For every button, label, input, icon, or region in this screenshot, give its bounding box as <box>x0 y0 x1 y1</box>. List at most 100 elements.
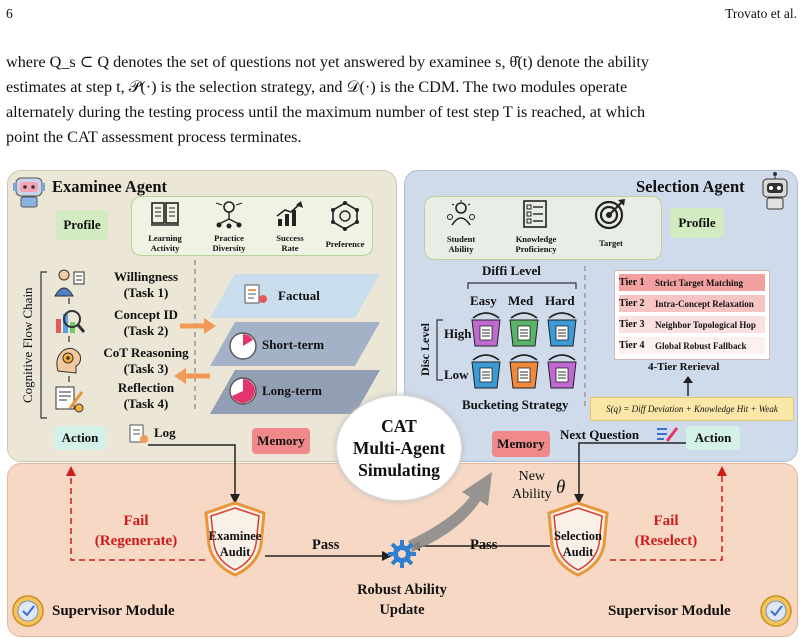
network-icon <box>215 201 243 229</box>
disc-high: High <box>444 326 472 341</box>
task-name: Concept ID <box>114 307 178 322</box>
diffi-level-label: Diffi Level <box>482 263 541 278</box>
examinee-action-button[interactable]: Action <box>54 426 106 450</box>
difficulty-easy: Easy <box>470 293 497 308</box>
examinee-profile-strip <box>131 196 373 256</box>
update-line: Robust Ability <box>357 582 447 598</box>
log-label: Log <box>154 425 176 440</box>
tier-row-3: Tier 3 Neighbor Topological Hop <box>619 316 765 333</box>
growth-chart-icon <box>276 201 303 226</box>
fail-reason: (Regenerate) <box>94 533 178 549</box>
divider-dashed <box>194 260 196 410</box>
attr-student-ability: Student Ability <box>446 234 476 254</box>
tier-label: Tier 1 <box>619 277 645 288</box>
supervisor-badge-icon <box>12 595 44 627</box>
examinee-audit-shield <box>204 501 266 577</box>
difficulty-med: Med <box>508 293 534 308</box>
score-formula: S(q) = Diff Deviation + Knowledge Hit + … <box>590 397 794 421</box>
task-concept-id: Concept ID (Task 2) <box>98 307 194 339</box>
fail-text: Fail <box>653 513 679 529</box>
theta-symbol: θ <box>556 477 566 498</box>
attr-knowledge-proficiency: Knowledge Proficiency <box>515 234 557 254</box>
examinee-agent-title: Examinee Agent <box>52 177 168 196</box>
examinee-memory-button[interactable]: Memory <box>252 428 310 454</box>
paragraph-line: alternately during the testing process u… <box>6 103 646 121</box>
tier-row-1: Tier 1 Strict Target Matching <box>619 274 765 291</box>
new-ability-line: New <box>518 469 546 484</box>
task-number: (Task 4) <box>123 396 169 411</box>
orange-arrow-right <box>180 318 216 334</box>
new-ability-label: New Ability <box>512 468 552 504</box>
attr-practice-diversity: Practice Diversity <box>212 233 246 253</box>
brain-gear-icon <box>56 347 81 374</box>
fail-regenerate-label: Fail (Regenerate) <box>74 511 198 551</box>
selection-audit-label: Selection Audit <box>554 529 602 559</box>
disc-low: Low <box>444 367 469 382</box>
tier-row-4: Tier 4 Global Robust Fallback <box>619 337 765 354</box>
target-icon <box>594 199 625 230</box>
memory-factual: Factual <box>278 288 320 303</box>
task-number: (Task 1) <box>123 285 169 300</box>
body-paragraph: where Q_s ⊂ Q denotes the set of questio… <box>6 50 798 150</box>
gear-icon <box>388 540 416 568</box>
fail-text: Fail <box>123 513 149 529</box>
tier-label: Tier 2 <box>619 298 645 309</box>
task-willingness: Willingness (Task 1) <box>98 269 194 301</box>
update-line: Update <box>379 602 425 618</box>
reflection-icon <box>55 386 84 413</box>
tier-table: Tier 1 Strict Target Matching Tier 2 Int… <box>614 270 770 360</box>
disc-level-bracket <box>436 319 443 381</box>
tier-text: Global Robust Fallback <box>655 340 747 351</box>
attr-preference: Preference <box>325 239 365 249</box>
pass-right-label: Pass <box>470 537 498 553</box>
robot-icon <box>13 177 45 208</box>
bucketing-strategy-label: Bucketing Strategy <box>462 397 569 412</box>
examinee-audit-label: Examinee Audit <box>208 529 262 559</box>
retrieval-label: 4-Tier Rerieval <box>648 361 720 373</box>
task-number: (Task 2) <box>123 323 169 338</box>
chain-flow-arrow <box>68 298 70 382</box>
next-question-label: Next Question <box>560 427 640 442</box>
factual-icon <box>244 284 267 304</box>
selection-memory-button[interactable]: Memory <box>492 431 550 457</box>
orange-arrow-left <box>174 368 210 384</box>
task-reflection: Reflection (Task 4) <box>98 380 194 412</box>
magnifier-icon <box>56 310 86 333</box>
supervisor-module-left-label: Supervisor Module <box>52 603 175 619</box>
page-number: 6 <box>6 6 13 21</box>
tier-text: Strict Target Matching <box>655 277 743 288</box>
pencil-list-icon <box>657 427 679 442</box>
center-line: Multi-Agent <box>352 438 446 458</box>
memory-short-term: Short-term <box>262 337 325 352</box>
attr-target: Target <box>599 238 623 248</box>
chain-bracket <box>40 271 47 419</box>
new-ability-line: Ability <box>512 487 552 502</box>
supervisor-module-right-label: Supervisor Module <box>608 603 731 619</box>
attr-learning-activity: Learning Activity <box>148 233 182 253</box>
task-name: Reflection <box>117 380 175 395</box>
tier-text: Intra-Concept Relaxation <box>655 298 754 309</box>
book-icon <box>151 202 179 226</box>
short-term-clock-icon <box>229 332 257 360</box>
examinee-profile-label: Profile <box>56 210 108 240</box>
selection-agent-title: Selection Agent <box>636 177 745 196</box>
center-line: Simulating <box>358 460 440 480</box>
knowledge-checklist-icon <box>523 200 547 228</box>
retrieval-up-arrow <box>683 376 693 396</box>
paragraph-line: where Q_s ⊂ Q denotes the set of questio… <box>6 53 650 71</box>
difficulty-hard: Hard <box>545 293 575 308</box>
selection-profile-label: Profile <box>670 208 724 238</box>
long-term-clock-icon <box>229 377 257 405</box>
task-cot-reasoning: CoT Reasoning (Task 3) <box>90 345 202 377</box>
robot-icon <box>762 172 788 210</box>
task-name: Willingness <box>113 269 179 284</box>
attr-success-rate: Success Rate <box>276 233 304 253</box>
center-line: CAT <box>381 416 417 436</box>
pass-left-label: Pass <box>312 537 340 553</box>
tier-label: Tier 4 <box>619 340 645 351</box>
selection-action-button[interactable]: Action <box>686 426 740 450</box>
selection-audit-shield <box>547 501 609 577</box>
paragraph-line: point the CAT assessment process termina… <box>6 128 302 146</box>
memory-long-term: Long-term <box>262 383 322 398</box>
